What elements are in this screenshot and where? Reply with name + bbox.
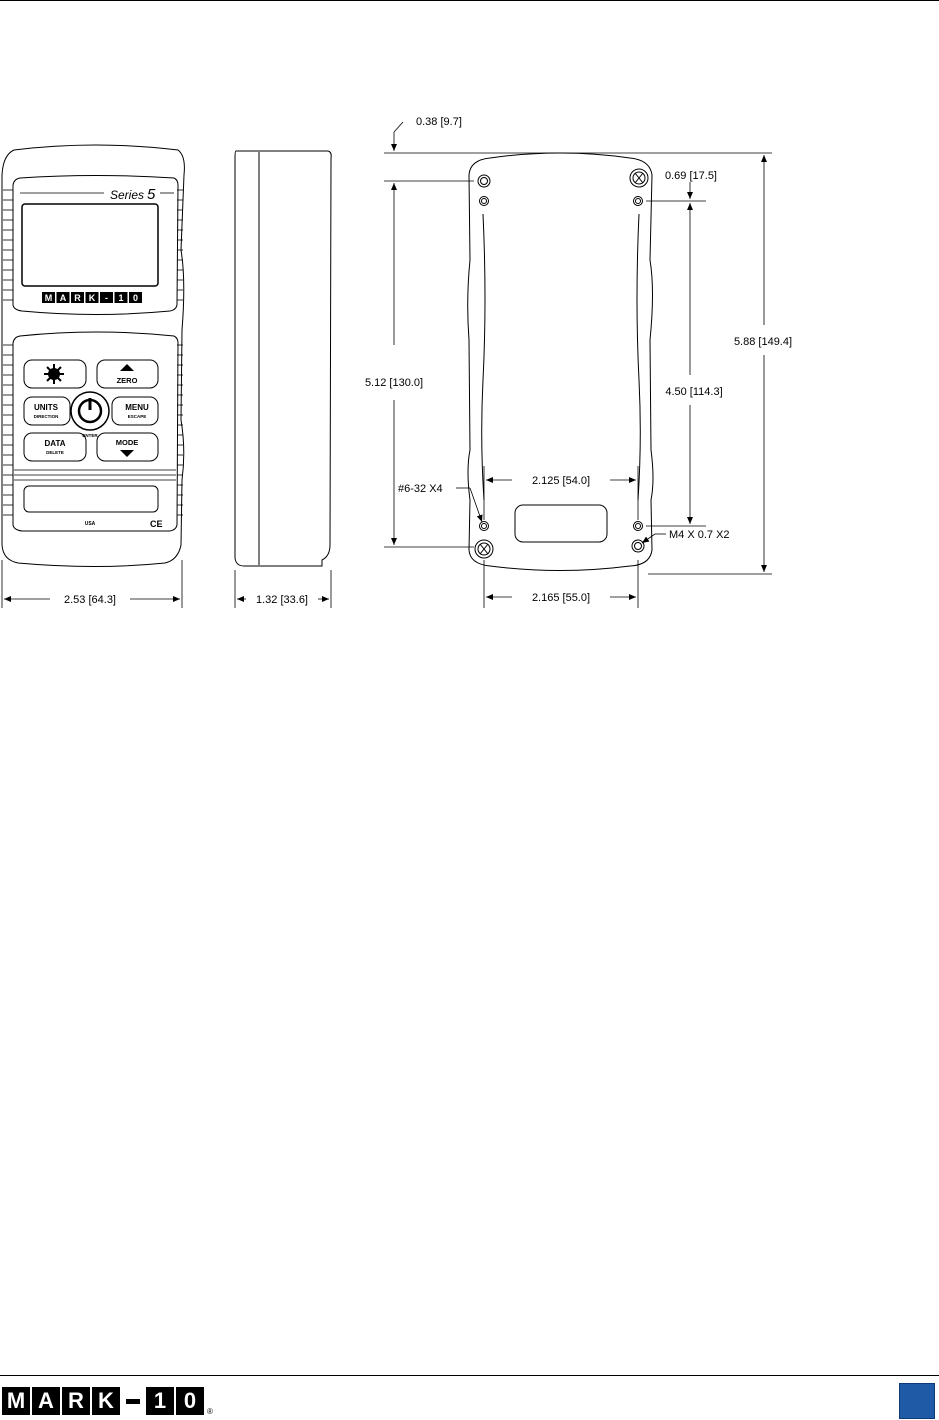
display-screen — [21, 203, 159, 287]
front-logo-letter: M — [45, 293, 53, 303]
button-menu-label: MENU — [125, 403, 149, 412]
screw-hole-upper-left — [479, 196, 489, 206]
rear-edge-left — [481, 213, 486, 501]
button-data-label: DATA — [44, 439, 65, 448]
front-logo-letter: R — [74, 293, 81, 303]
mode-arrow-icon — [120, 450, 134, 457]
footer-logo-letter: 0 — [176, 1387, 204, 1415]
rear-label-recess — [514, 504, 608, 543]
footer-logo-letter: M — [2, 1387, 30, 1415]
button-menu-sublabel: ESCAPE — [128, 414, 147, 419]
front-logo-box — [100, 292, 113, 303]
front-upper-panel — [12, 175, 179, 315]
screw-hole-bottom-left-large — [474, 539, 494, 559]
footer-logo-letter: 1 — [146, 1387, 174, 1415]
front-body-outline — [1, 144, 185, 567]
dim-inner-hole-width: 2.125 [54.0] — [532, 475, 590, 487]
screw-hole-lower-right — [633, 521, 643, 531]
ce-mark: CE — [150, 519, 163, 529]
screw-hole-top-left — [477, 174, 491, 188]
front-logo-box — [42, 292, 55, 303]
dim-outer-hole-width: 2.165 [55.0] — [532, 592, 590, 604]
button-data — [23, 432, 87, 462]
side-body-outline — [234, 150, 332, 567]
button-zero — [96, 359, 159, 389]
button-mode-label: MODE — [116, 438, 139, 447]
button-mode — [96, 432, 159, 462]
rear-edge-right — [636, 213, 641, 501]
rear-body-outline — [467, 152, 654, 571]
series-number: 5 — [147, 186, 156, 203]
button-power — [70, 391, 110, 431]
screw-hole-top-right-large — [629, 168, 649, 188]
front-logo-letter: - — [105, 293, 108, 303]
screw-hole-bottom-right — [631, 539, 645, 553]
button-units — [23, 396, 71, 426]
series-label: Series — [110, 188, 144, 202]
footer-logo-letter: A — [32, 1387, 60, 1415]
dim-side-depth: 1.32 [33.6] — [256, 594, 308, 606]
front-logo-box — [85, 292, 99, 303]
dim-right-hole-spacing: 4.50 [114.3] — [665, 386, 722, 398]
button-backlight — [23, 359, 87, 389]
dim-left-hole-spacing: 5.12 [130.0] — [365, 377, 423, 389]
dim-top-offset: 0.38 [9.7] — [416, 116, 462, 128]
button-zero-label: ZERO — [117, 376, 138, 385]
button-units-sublabel: DIRECTION — [34, 414, 59, 419]
dimension-lines — [1, 121, 772, 608]
footer-logo-dash — [122, 1387, 144, 1415]
front-logo-box — [129, 292, 142, 303]
screw-hole-lower-left — [479, 521, 489, 531]
front-logo-letter: 0 — [133, 293, 138, 303]
registered-mark: ® — [207, 1407, 213, 1416]
screw-hole-upper-right — [633, 196, 643, 206]
button-data-sublabel: DELETE — [46, 450, 64, 455]
header-rule — [0, 0, 939, 1]
page-number-tab — [899, 1383, 935, 1419]
dim-overall-height: 5.88 [149.4] — [734, 336, 792, 348]
front-view — [1, 144, 185, 567]
dim-thread-small: #6-32 X4 — [398, 483, 443, 495]
front-logo-letter: 1 — [118, 293, 123, 303]
label-window — [23, 485, 159, 513]
button-units-label: UNITS — [34, 403, 59, 412]
front-logo-letter: K — [89, 293, 96, 303]
footer-logo-letter: K — [92, 1387, 120, 1415]
front-logo-box — [71, 292, 84, 303]
zero-arrow-icon — [120, 364, 134, 371]
front-logo-box — [56, 292, 70, 303]
button-menu — [111, 396, 159, 426]
front-grip-ribs — [3, 189, 183, 516]
front-logo-letter: A — [60, 293, 67, 303]
origin-label: USA — [85, 521, 96, 527]
side-view — [234, 150, 332, 567]
front-logo-box — [114, 292, 128, 303]
dim-thread-large: M4 X 0.7 X2 — [669, 529, 730, 541]
front-lower-panel — [12, 331, 179, 532]
dim-front-width: 2.53 [64.3] — [64, 594, 116, 606]
rear-view — [467, 152, 654, 571]
sun-icon — [44, 364, 64, 384]
footer-rule — [0, 1375, 939, 1376]
dim-right-top-offset: 0.69 [17.5] — [665, 170, 717, 182]
button-enter-label: ENTER — [82, 433, 98, 438]
footer-logo-letter: R — [62, 1387, 90, 1415]
